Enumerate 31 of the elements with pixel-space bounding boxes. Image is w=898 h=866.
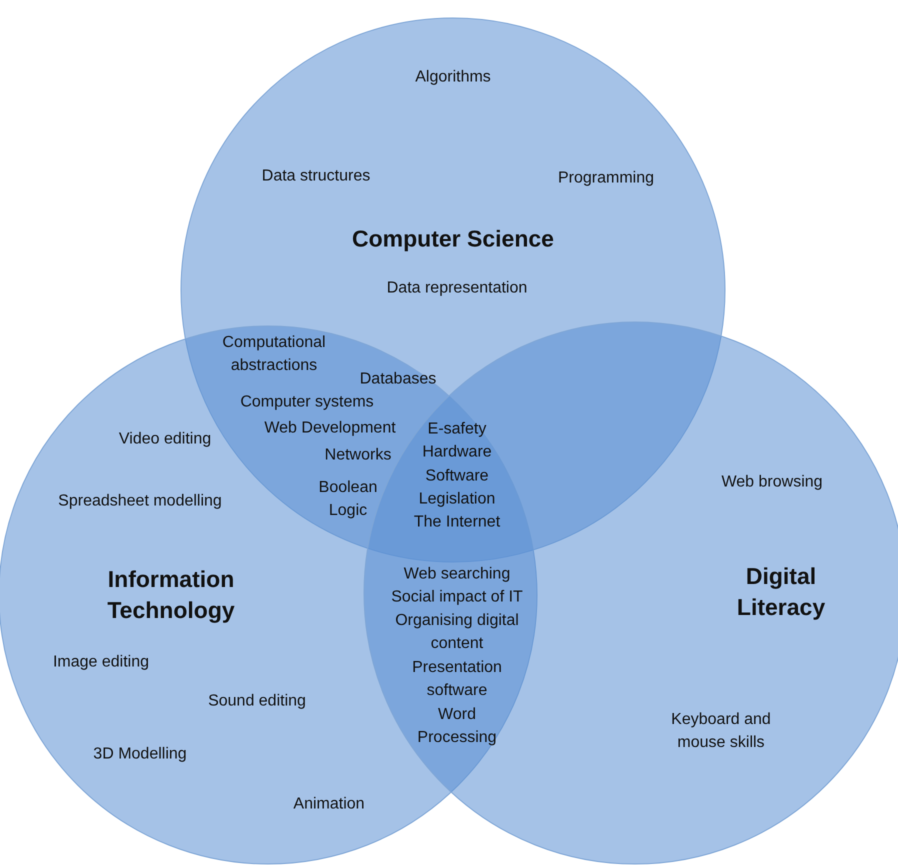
- topic-label: Boolean Logic: [318, 478, 378, 521]
- circle-title: Digital Literacy: [736, 562, 826, 622]
- topic-label: Organising digital content: [394, 611, 520, 654]
- circle-title: Computer Science: [351, 224, 555, 254]
- topic-label: Keyboard and mouse skills: [670, 710, 772, 753]
- topic-label: Presentation software: [411, 658, 503, 701]
- topic-label: Web searching: [404, 564, 510, 584]
- topic-label: 3D Modelling: [93, 744, 187, 764]
- topic-label: Computer systems: [240, 392, 374, 412]
- topic-label: Hardware: [422, 442, 492, 462]
- topic-label: Data representation: [386, 278, 528, 298]
- topic-label: E-safety: [428, 420, 486, 440]
- topic-label: The Internet: [414, 512, 500, 532]
- topic-label: Web Development: [264, 418, 396, 438]
- topic-label: Sound editing: [208, 692, 306, 712]
- topic-label: Databases: [360, 370, 436, 390]
- topic-label: Video editing: [118, 430, 212, 450]
- circle-title: Information Technology: [106, 565, 236, 625]
- topic-label: Animation: [293, 794, 365, 814]
- topic-label: Algorithms: [415, 68, 491, 88]
- topic-label: Programming: [558, 168, 654, 188]
- topic-label: Legislation: [418, 490, 496, 510]
- topic-label: Web browsing: [721, 472, 823, 492]
- topic-label: Spreadsheet modelling: [58, 492, 222, 512]
- topic-label: Networks: [324, 446, 392, 466]
- topic-label: Word Processing: [416, 705, 498, 748]
- topic-label: Software: [425, 466, 489, 486]
- topic-label: Data structures: [262, 166, 370, 186]
- topic-label: Image editing: [52, 652, 150, 672]
- topic-label: Computational abstractions: [221, 333, 327, 376]
- topic-label: Social impact of IT: [391, 588, 523, 608]
